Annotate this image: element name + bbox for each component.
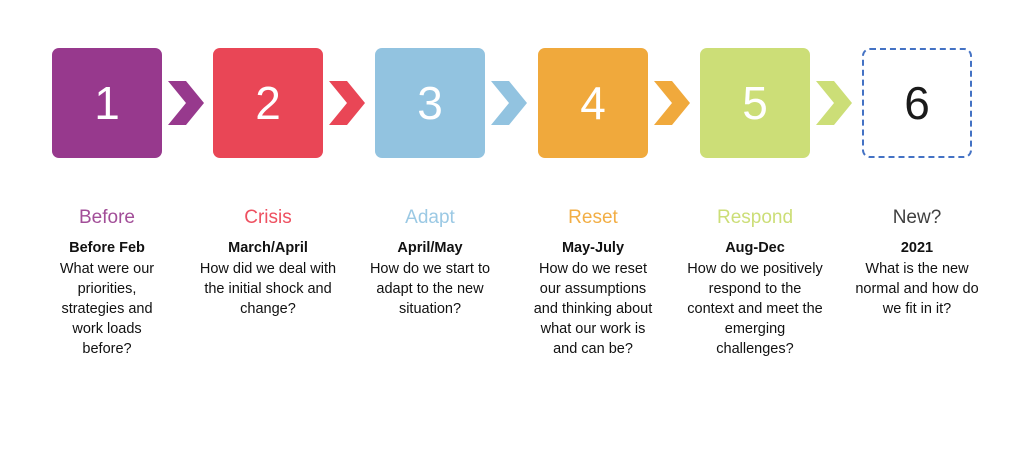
chevron-arrow-1 (168, 79, 204, 127)
caption-period-6: 2021 (900, 240, 934, 256)
caption-body-6: What is the new normal and how do we fit… (855, 261, 979, 317)
caption-column-5: Respond Aug-Dec How do we positively res… (680, 205, 830, 359)
caption-title-1: Before (79, 207, 135, 228)
chevron-arrow-2 (329, 79, 365, 127)
step-box-2[interactable]: 2 (213, 48, 323, 158)
steps-box-row: 1 2 3 4 (0, 0, 1024, 200)
caption-period-2: March/April (228, 240, 308, 256)
caption-body-3: How do we start to adapt to the new situ… (369, 261, 491, 317)
step-number-6: 6 (904, 77, 930, 129)
chevron-right-icon (654, 81, 690, 125)
step-number-3: 3 (417, 77, 443, 129)
caption-title-2: Crisis (244, 207, 292, 228)
step-number-2: 2 (255, 77, 281, 129)
caption-title-3: Adapt (405, 207, 455, 228)
caption-body-1: What were our priorities, strategies and… (59, 261, 155, 357)
caption-column-3: Adapt April/May How do we start to adapt… (355, 205, 505, 319)
caption-body-2: How did we deal with the initial shock a… (199, 261, 337, 317)
chevron-right-icon (168, 81, 204, 125)
caption-column-2: Crisis March/April How did we deal with … (193, 205, 343, 319)
caption-period-3: April/May (397, 240, 463, 256)
chevron-right-icon (329, 81, 365, 125)
step-number-4: 4 (580, 77, 606, 129)
caption-column-1: Before Before Feb What were our prioriti… (32, 205, 182, 359)
step-box-1[interactable]: 1 (52, 48, 162, 158)
step-box-3[interactable]: 3 (375, 48, 485, 158)
caption-period-1: Before Feb (69, 240, 145, 256)
caption-period-5: Aug-Dec (725, 240, 785, 256)
step-box-5[interactable]: 5 (700, 48, 810, 158)
steps-caption-row: Before Before Feb What were our prioriti… (0, 205, 1024, 451)
chevron-right-icon (491, 81, 527, 125)
caption-column-4: Reset May-July How do we reset our assum… (518, 205, 668, 359)
chevron-right-icon (816, 81, 852, 125)
chevron-arrow-3 (491, 79, 527, 127)
chevron-arrow-4 (654, 79, 690, 127)
caption-period-4: May-July (561, 240, 625, 256)
caption-title-4: Reset (568, 207, 618, 228)
caption-body-5: How do we positively respond to the cont… (687, 261, 823, 357)
caption-title-5: Respond (716, 207, 794, 228)
caption-body-4: How do we reset our assumptions and thin… (533, 261, 653, 357)
step-box-4[interactable]: 4 (538, 48, 648, 158)
caption-column-6: New? 2021 What is the new normal and how… (842, 205, 992, 319)
step-box-6[interactable]: 6 (862, 48, 972, 158)
caption-title-6: New? (892, 207, 942, 228)
chevron-arrow-5 (816, 79, 852, 127)
step-number-1: 1 (94, 77, 120, 129)
step-number-5: 5 (742, 77, 768, 129)
